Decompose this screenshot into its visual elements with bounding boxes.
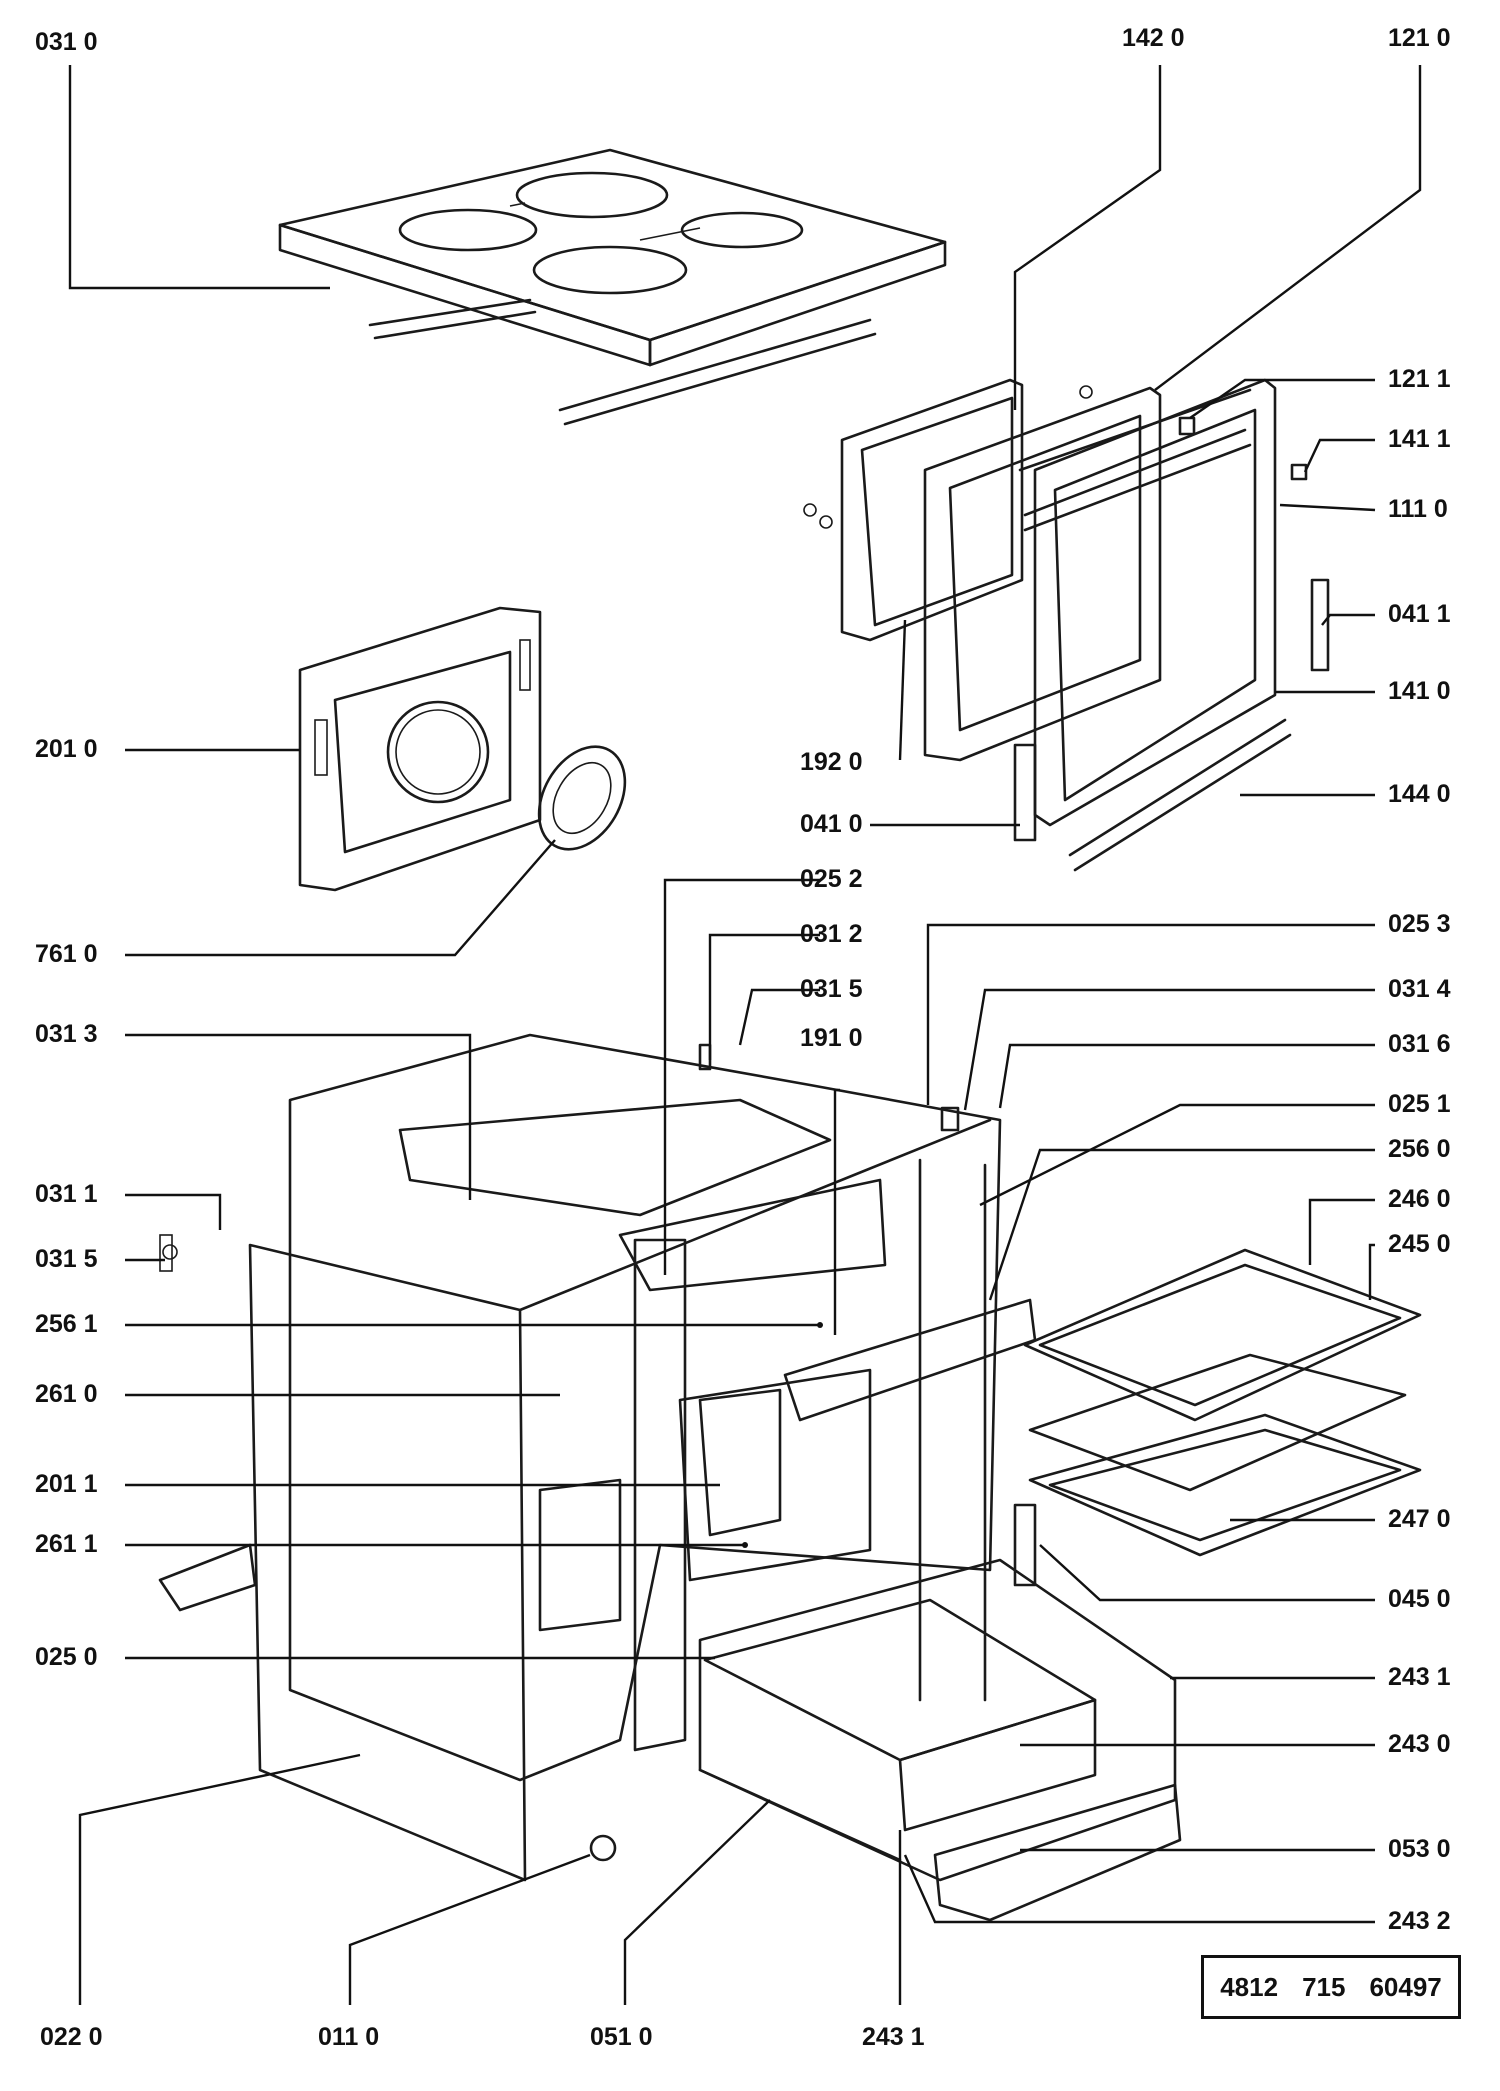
callout-label: 053 0 (1388, 1835, 1451, 1863)
callout-label: 144 0 (1388, 780, 1451, 808)
callout-label: 025 1 (1388, 1090, 1451, 1118)
callout-label: 031 2 (800, 920, 863, 948)
doc-code-part: 60497 (1369, 1971, 1442, 2002)
callout-label: 121 1 (1388, 365, 1451, 393)
callout-label: 201 1 (35, 1470, 98, 1498)
callout-label: 192 0 (800, 748, 863, 776)
callout-label: 245 0 (1388, 1230, 1451, 1258)
oven-door-assembly (803, 378, 1330, 872)
callout-label: 256 0 (1388, 1135, 1451, 1163)
callout-label: 025 3 (1388, 910, 1451, 938)
oven-trays-and-rack (1023, 1248, 1422, 1557)
callout-label: 045 0 (1388, 1585, 1451, 1613)
callout-label: 022 0 (40, 2023, 103, 2051)
callout-label: 031 0 (35, 28, 98, 56)
doc-code-part: 715 (1302, 1971, 1346, 2002)
rear-panel-201-0 (298, 606, 627, 892)
callout-label: 201 0 (35, 735, 98, 763)
callout-label: 191 0 (800, 1024, 863, 1052)
callout-label: 031 1 (35, 1180, 98, 1208)
callout-label: 031 5 (800, 975, 863, 1003)
callout-label: 141 0 (1388, 677, 1451, 705)
doc-code-part: 4812 (1220, 1971, 1279, 2002)
callout-label: 761 0 (35, 940, 98, 968)
callout-label: 243 0 (1388, 1730, 1451, 1758)
callout-label: 031 4 (1388, 975, 1451, 1003)
callout-label: 051 0 (590, 2023, 653, 2051)
callout-label: 031 6 (1388, 1030, 1451, 1058)
callout-label: 243 2 (1388, 1907, 1451, 1935)
callout-label: 025 2 (800, 865, 863, 893)
callout-label: 261 0 (35, 1380, 98, 1408)
document-reference-box: 4812 715 60497 (1201, 1955, 1461, 2019)
hob-top-031-0 (278, 148, 947, 426)
callout-label: 031 5 (35, 1245, 98, 1273)
callout-label: 121 0 (1388, 24, 1451, 52)
callout-label: 142 0 (1122, 24, 1185, 52)
callout-label: 246 0 (1388, 1185, 1451, 1213)
callout-label: 243 1 (1388, 1663, 1451, 1691)
leader-lines (68, 65, 1422, 2005)
callout-label: 247 0 (1388, 1505, 1451, 1533)
callout-label: 256 1 (35, 1310, 98, 1338)
callout-label: 031 3 (35, 1020, 98, 1048)
callout-label: 025 0 (35, 1643, 98, 1671)
callout-label: 243 1 (862, 2023, 925, 2051)
callout-label: 041 0 (800, 810, 863, 838)
callout-label: 141 1 (1388, 425, 1451, 453)
callout-label: 041 1 (1388, 600, 1451, 628)
callout-label: 111 0 (1388, 495, 1448, 523)
callout-label: 261 1 (35, 1530, 98, 1558)
callout-label: 011 0 (318, 2023, 379, 2051)
